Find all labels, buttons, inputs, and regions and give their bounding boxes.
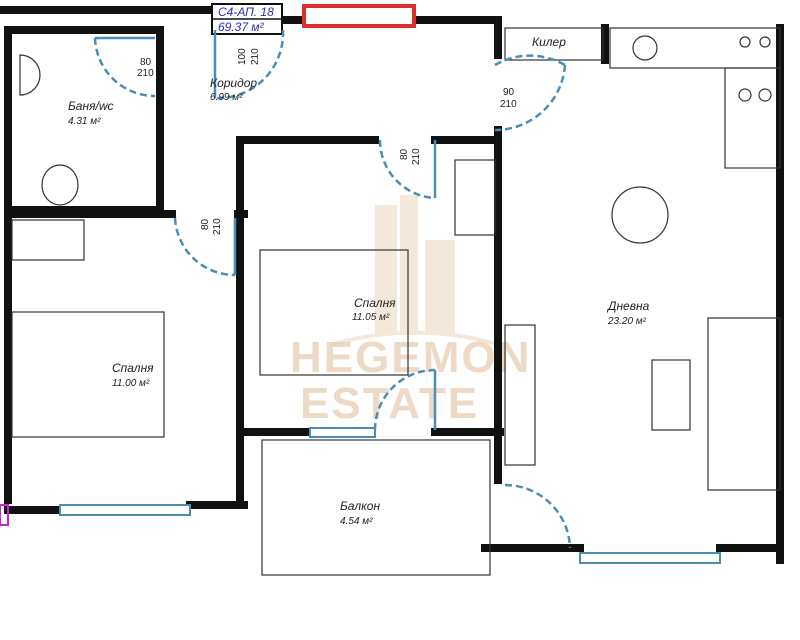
- door-living-swing: [494, 54, 566, 67]
- door-dim-h: 210: [212, 218, 223, 235]
- room-bathroom-name: Баня/wc: [68, 99, 114, 113]
- sink-icon: [19, 54, 41, 96]
- sink-bowl-icon: [759, 36, 771, 48]
- washer-icon: [632, 35, 658, 61]
- door-dim-h: 210: [411, 148, 422, 165]
- hob-burner-icon: [738, 88, 752, 102]
- apartment-area: 69.37 м²: [218, 20, 265, 34]
- door-dim-w: 80: [200, 218, 211, 230]
- door-living-swing: [494, 64, 567, 132]
- room-balcony-name: Балкон: [340, 499, 380, 513]
- kitchen-side-counter: [724, 67, 781, 169]
- doors: [93, 29, 572, 549]
- window-bedroom2: [309, 427, 376, 438]
- apartment-label: С4-АП. 18: [218, 5, 274, 19]
- toilet-icon: [41, 164, 79, 206]
- door-dim-w: 80: [399, 148, 410, 160]
- door-dim-h: 210: [137, 68, 154, 79]
- watermark-line-1: HEGEMON: [290, 333, 531, 382]
- watermark-line-2: ESTATE: [300, 379, 479, 428]
- bed-left: [11, 311, 165, 438]
- door-dimensions: 80 210 100 210 90 210 80 210 80 210: [137, 48, 517, 235]
- room-bedroom1-area: 11.00 м²: [112, 378, 150, 389]
- window-living: [579, 552, 721, 564]
- room-bedroom2-name: Спалня: [354, 296, 396, 310]
- door-dim-h: 210: [500, 99, 517, 110]
- coffee-table: [651, 359, 691, 431]
- furniture-outlines: [11, 27, 781, 576]
- bed-right: [259, 249, 409, 376]
- windows: [0, 427, 721, 564]
- room-balcony-area: 4.54 м²: [340, 516, 373, 527]
- door-dim-w: 80: [140, 57, 152, 68]
- room-living-name: Дневна: [606, 299, 650, 313]
- door-living-balcony-swing: [504, 483, 572, 549]
- kitchen-counter: [609, 27, 781, 69]
- room-corridor-name: Коридор: [210, 76, 257, 90]
- room-living-area: 23.20 м²: [607, 316, 647, 327]
- door-bathroom-swing: [93, 37, 156, 98]
- balcony-outline: [261, 439, 491, 576]
- door-balcony-swing: [373, 368, 436, 431]
- window-bedroom1: [59, 504, 191, 516]
- tv-stand: [504, 324, 536, 466]
- room-bedroom2-area: 11.05 м²: [352, 312, 390, 323]
- wardrobe-left: [11, 219, 85, 261]
- sofa: [707, 317, 781, 491]
- door-entry-swing: [214, 29, 285, 100]
- door-bedroom2-swing: [378, 139, 436, 200]
- room-bedroom1-name: Спалня: [112, 361, 154, 375]
- wardrobe-right: [454, 159, 496, 236]
- room-corridor-area: 6.99 м²: [210, 92, 243, 103]
- entry-window-marker: [302, 4, 416, 28]
- door-dim-w: 90: [503, 87, 515, 98]
- room-bathroom-area: 4.31 м²: [68, 116, 101, 127]
- room-storage-name: Килер: [532, 35, 566, 49]
- walls: [0, 6, 784, 564]
- door-dim-h: 210: [250, 48, 261, 65]
- dining-table: [611, 186, 669, 244]
- edge-marker: [0, 504, 9, 526]
- hob-burner-icon: [758, 88, 772, 102]
- sink-bowl-icon: [739, 36, 751, 48]
- watermark-logo: [329, 195, 501, 347]
- door-dim-w: 100: [237, 48, 248, 65]
- door-bedroom1-swing: [173, 217, 236, 277]
